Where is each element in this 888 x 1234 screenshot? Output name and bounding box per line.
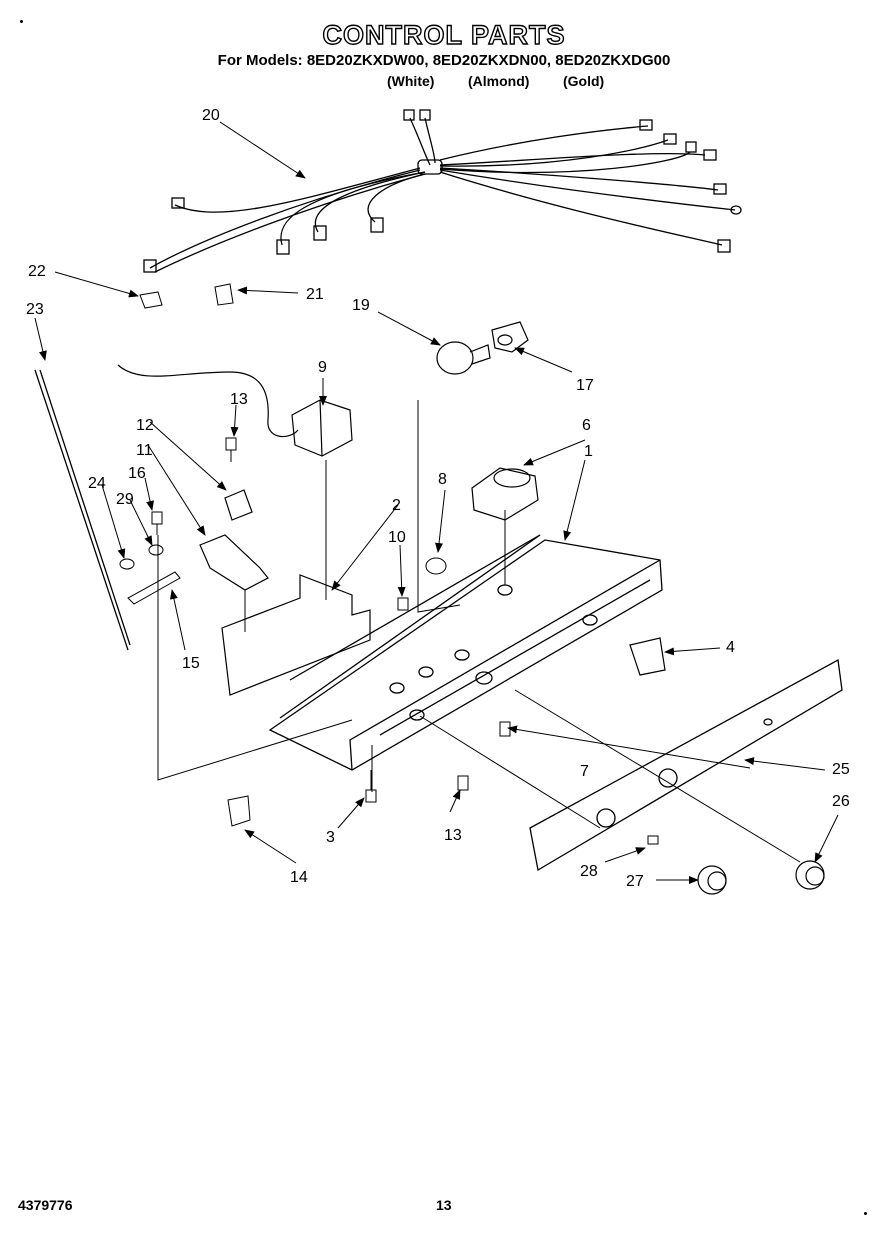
callout-11: 11 (136, 442, 153, 459)
screw-7 (499, 721, 511, 737)
page-number: 13 (436, 1197, 452, 1213)
screw-16 (151, 511, 163, 535)
control-housing (268, 534, 663, 771)
callout-28: 28 (580, 863, 598, 880)
knob-27 (697, 865, 727, 895)
callout-29: 29 (116, 491, 134, 508)
callout-16: 16 (128, 465, 146, 482)
doc-number: 4379776 (18, 1197, 73, 1213)
callout-12: 12 (136, 417, 154, 434)
mounting-bracket (221, 574, 371, 696)
callout-20: 20 (202, 107, 220, 124)
clip-14 (227, 795, 251, 827)
screw-13-bottom (457, 775, 469, 791)
color-gold: (Gold) (563, 73, 605, 89)
callout-1: 1 (584, 443, 593, 460)
callout-13b: 13 (444, 827, 462, 844)
link-15 (127, 571, 181, 605)
callout-15: 15 (182, 655, 200, 672)
clip-21 (214, 283, 234, 306)
bracket-12 (224, 489, 253, 521)
knob-26 (795, 860, 825, 890)
callout-numbers: 20 22 21 23 19 17 9 13 12 11 16 24 29 15… (26, 107, 850, 890)
leader-arrows (34, 121, 839, 884)
callout-3: 3 (326, 829, 335, 846)
callout-21: 21 (306, 286, 324, 303)
callout-4: 4 (726, 639, 735, 656)
washer-24 (119, 558, 135, 570)
corner-mark-top (20, 20, 23, 23)
thermostat (117, 364, 353, 457)
callout-10: 10 (388, 529, 406, 546)
insert-28 (647, 835, 659, 845)
callout-8: 8 (438, 471, 447, 488)
callout-14: 14 (290, 869, 308, 886)
light-bulb (436, 341, 491, 375)
callout-23: 23 (26, 301, 44, 318)
color-almond: (Almond) (468, 73, 530, 89)
grommet (425, 557, 447, 575)
callout-27: 27 (626, 873, 644, 890)
callout-6: 6 (582, 417, 591, 434)
callout-22: 22 (28, 263, 46, 280)
callout-7: 7 (580, 763, 589, 780)
color-white: (White) (387, 73, 435, 89)
console-panel (529, 658, 843, 872)
switch-4 (629, 637, 666, 676)
models-line: For Models: 8ED20ZKXDW00, 8ED20ZKXDN00, … (217, 52, 671, 69)
callout-2: 2 (392, 497, 401, 514)
assembly-lines (157, 400, 801, 863)
screw-13-top (225, 437, 237, 462)
bulb-socket (491, 321, 529, 353)
wire-harness (143, 109, 742, 273)
page-title: CONTROL PARTS (322, 19, 566, 50)
callout-9: 9 (318, 359, 327, 376)
clip-22 (139, 291, 163, 309)
washer-29 (148, 544, 164, 556)
callout-25: 25 (832, 761, 850, 778)
callout-19: 19 (352, 297, 370, 314)
callout-24: 24 (88, 475, 106, 492)
screw-3 (365, 770, 377, 803)
screw-10 (397, 597, 409, 611)
corner-mark-bottom (864, 1212, 867, 1215)
control-knob-shaft (199, 534, 269, 591)
callout-13a: 13 (230, 391, 248, 408)
callout-17: 17 (576, 377, 594, 394)
callout-26: 26 (832, 793, 850, 810)
defrost-timer (471, 467, 539, 521)
control-rod (34, 369, 129, 651)
